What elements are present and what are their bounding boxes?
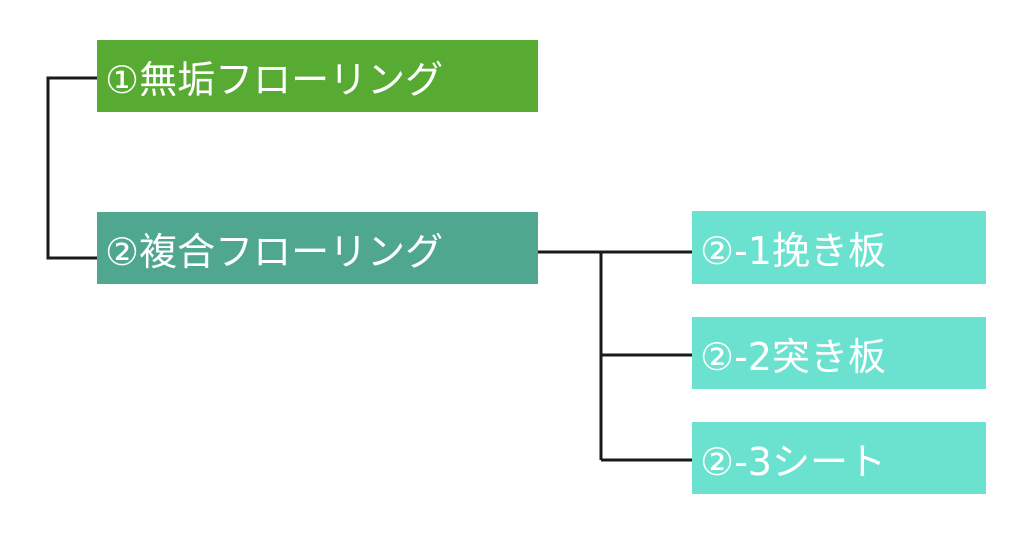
node-sawn-veneer: ②-1挽き板	[692, 211, 986, 284]
node-sheet-label: ②-3シート	[700, 439, 886, 484]
node-sheet: ②-3シート	[692, 422, 986, 494]
node-sliced-veneer: ②-2突き板	[692, 317, 986, 389]
node-sliced-veneer-label: ②-2突き板	[700, 334, 886, 379]
node-composite-flooring-label: ②複合フローリング	[105, 229, 444, 274]
node-composite-flooring: ②複合フローリング	[97, 212, 538, 284]
node-sawn-veneer-label: ②-1挽き板	[700, 229, 886, 273]
node-solid-flooring-label: ①無垢フローリング	[105, 57, 444, 102]
connector-root-branch	[46, 76, 97, 260]
node-solid-flooring: ①無垢フローリング	[97, 40, 538, 112]
